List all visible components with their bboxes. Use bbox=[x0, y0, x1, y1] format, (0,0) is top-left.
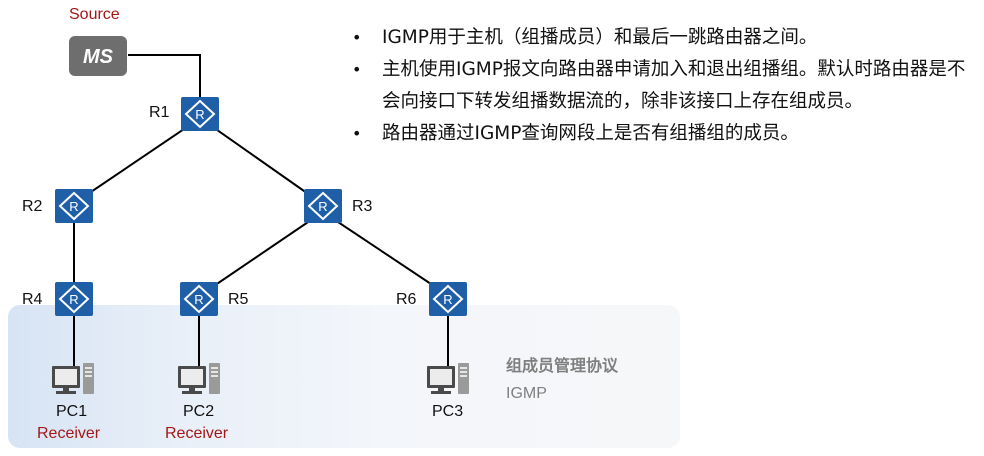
pc1-role: Receiver bbox=[37, 425, 101, 442]
protocol-subtitle: IGMP bbox=[506, 385, 547, 402]
svg-text:R: R bbox=[195, 107, 204, 122]
pc3-icon bbox=[427, 363, 469, 394]
link-ms-r1 bbox=[128, 54, 201, 100]
router-r1-icon: R bbox=[181, 97, 219, 131]
bullet-item: IGMP用于主机（组播成员）和最后一跳路由器之间。 bbox=[352, 22, 977, 54]
svg-text:R: R bbox=[443, 292, 452, 307]
bullet-item: 主机使用IGMP报文向路由器申请加入和退出组播组。默认时路由器是不会向接口下转发… bbox=[352, 54, 977, 118]
pc2-label: PC2 bbox=[183, 403, 215, 420]
link-r1-r2 bbox=[81, 124, 191, 199]
router-r5-icon: R bbox=[180, 282, 218, 316]
router-r4-icon: R bbox=[55, 282, 93, 316]
source-label: Source bbox=[69, 6, 120, 23]
link-r3-r6 bbox=[331, 217, 441, 291]
router-r2-label: R2 bbox=[22, 198, 43, 215]
multicast-source-icon: MS bbox=[69, 36, 127, 76]
pc1-label: PC1 bbox=[56, 403, 88, 420]
router-r6-icon: R bbox=[429, 282, 467, 316]
svg-text:R: R bbox=[318, 199, 327, 214]
pc3-label: PC3 bbox=[432, 403, 464, 420]
router-r3-icon: R bbox=[304, 189, 342, 223]
router-r6-label: R6 bbox=[396, 291, 417, 308]
svg-text:R: R bbox=[69, 292, 78, 307]
link-r3-r5 bbox=[207, 217, 315, 291]
bullet-item: 路由器通过IGMP查询网段上是否有组播组的成员。 bbox=[352, 118, 977, 150]
bullet-list: IGMP用于主机（组播成员）和最后一跳路由器之间。 主机使用IGMP报文向路由器… bbox=[352, 22, 977, 150]
router-r2-icon: R bbox=[55, 189, 93, 223]
igmp-domain-panel bbox=[8, 305, 680, 448]
svg-text:R: R bbox=[194, 292, 203, 307]
pc2-icon bbox=[178, 363, 220, 394]
svg-text:R: R bbox=[69, 199, 78, 214]
pc1-icon bbox=[52, 363, 94, 394]
pc2-role: Receiver bbox=[165, 425, 229, 442]
router-r1-label: R1 bbox=[149, 104, 170, 121]
router-r4-label: R4 bbox=[22, 291, 43, 308]
protocol-title: 组成员管理协议 bbox=[506, 356, 619, 375]
router-r5-label: R5 bbox=[228, 291, 249, 308]
source-device-text: MS bbox=[83, 46, 114, 68]
link-r1-r3 bbox=[209, 124, 315, 199]
router-r3-label: R3 bbox=[352, 198, 373, 215]
